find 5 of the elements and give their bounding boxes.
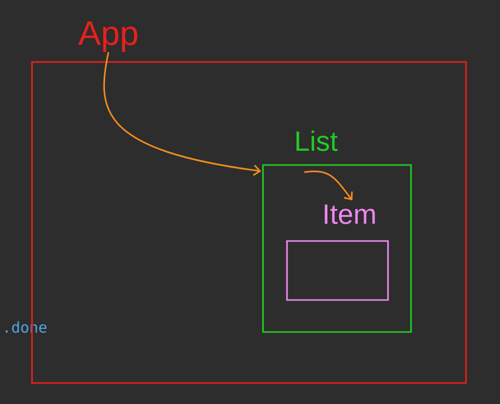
curved-arrow [304,170,353,200]
curved-arrow [103,52,262,176]
box-heading: List [296,130,338,152]
box-heading: App [78,22,138,52]
box-heading: Item [324,204,375,224]
